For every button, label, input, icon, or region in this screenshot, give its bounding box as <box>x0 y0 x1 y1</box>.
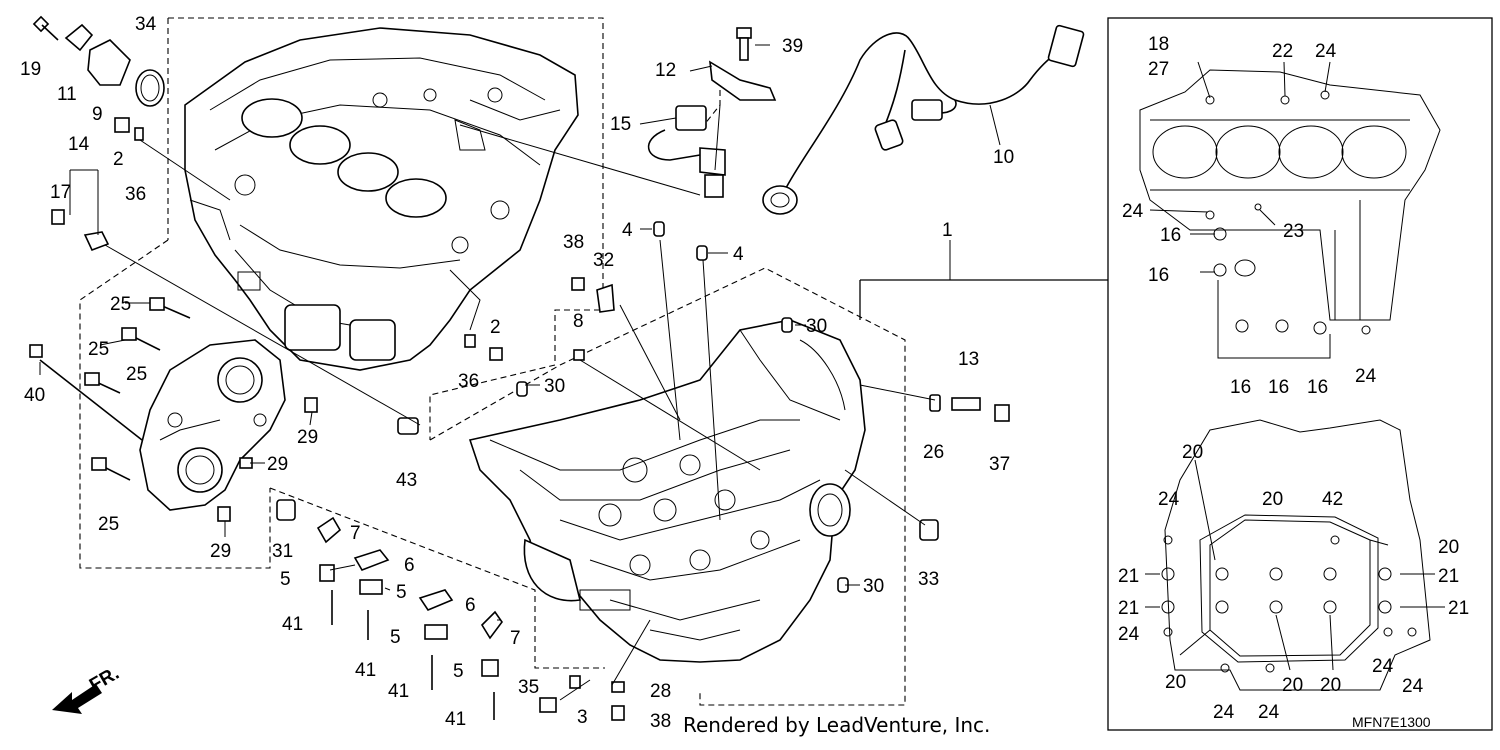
callout: 29 <box>210 541 231 562</box>
callout: 42 <box>1322 489 1343 510</box>
callout: 24 <box>1213 702 1235 723</box>
group-outlines <box>79 17 906 706</box>
callout: 32 <box>593 250 614 271</box>
callout: 41 <box>445 709 466 730</box>
callout: 5 <box>396 582 407 603</box>
callout: 39 <box>782 36 803 57</box>
callout: 24 <box>1158 489 1180 510</box>
leader-lines <box>39 44 1001 701</box>
callout: 2 <box>490 317 501 338</box>
callout: 4 <box>622 220 633 241</box>
callout: 20 <box>1282 675 1303 696</box>
callout: 5 <box>453 661 464 682</box>
callout: 27 <box>1148 59 1169 80</box>
callout: 13 <box>958 349 979 370</box>
callout: 30 <box>863 576 884 597</box>
callout: 6 <box>465 595 476 616</box>
callout: 14 <box>68 134 90 155</box>
callout: 17 <box>50 182 71 203</box>
callout: 5 <box>390 627 401 648</box>
upper-case-reference <box>1139 61 1441 359</box>
callout: 16 <box>1148 265 1169 286</box>
callout: 29 <box>267 454 288 475</box>
callout: 18 <box>1148 34 1169 55</box>
callout: 41 <box>355 660 376 681</box>
callout: 20 <box>1182 442 1203 463</box>
callout: 43 <box>396 470 417 491</box>
callout: 34 <box>135 14 157 35</box>
callout: 37 <box>989 454 1010 475</box>
small-parts-top-left <box>32 15 165 252</box>
callout: 28 <box>650 681 671 702</box>
callout: 6 <box>404 555 415 576</box>
callout: 35 <box>518 677 539 698</box>
callout: 30 <box>544 376 565 397</box>
callout: 24 <box>1355 366 1377 387</box>
callout: 10 <box>993 147 1014 168</box>
callout: 31 <box>272 541 293 562</box>
callout: 19 <box>20 59 41 80</box>
small-parts-left <box>29 297 503 522</box>
callout: 41 <box>388 681 409 702</box>
callout: 25 <box>88 339 109 360</box>
callout: 29 <box>297 427 318 448</box>
callout: 25 <box>110 294 131 315</box>
wire-harness <box>762 24 1085 215</box>
callout: 7 <box>350 523 361 544</box>
callout: 7 <box>510 628 521 649</box>
callout: 3 <box>577 707 588 728</box>
callout: 2 <box>113 149 124 170</box>
diagram-code: MFN7E1300 <box>1352 714 1431 730</box>
callout: 16 <box>1307 377 1328 398</box>
callout: 38 <box>563 232 584 253</box>
callout: 25 <box>126 364 147 385</box>
callout: 20 <box>1165 672 1186 693</box>
upper-crankcase <box>184 27 579 371</box>
callout: 21 <box>1118 566 1139 587</box>
callout: 24 <box>1122 201 1144 222</box>
callout: 36 <box>125 184 146 205</box>
callout: 8 <box>573 311 584 332</box>
callout: 4 <box>733 244 744 265</box>
callout: 21 <box>1118 598 1139 619</box>
reference-boxes <box>859 17 1493 731</box>
callout: 15 <box>610 114 631 135</box>
lower-case-reference <box>1145 419 1445 691</box>
callout: 25 <box>98 514 119 535</box>
callout: 23 <box>1283 221 1304 242</box>
callout: 24 <box>1118 624 1140 645</box>
callout: 11 <box>57 84 77 105</box>
callout: 16 <box>1230 377 1251 398</box>
callout: 16 <box>1268 377 1289 398</box>
callout: 24 <box>1315 41 1337 62</box>
callout: 24 <box>1372 656 1394 677</box>
callout: 33 <box>918 569 939 590</box>
callout: 20 <box>1262 489 1283 510</box>
callout: 21 <box>1438 566 1459 587</box>
callout: 22 <box>1272 41 1293 62</box>
callout-labels: 19 11 34 9 14 2 36 17 12 39 15 10 1 18 2… <box>20 14 1469 732</box>
callout: 38 <box>650 711 671 732</box>
side-cover <box>139 339 286 511</box>
callout: 30 <box>806 316 827 337</box>
callout: 1 <box>942 220 953 241</box>
callout: 9 <box>92 104 103 125</box>
callout: 26 <box>923 442 944 463</box>
callout: 36 <box>458 371 479 392</box>
sensor-assembly <box>647 27 777 198</box>
callout: 21 <box>1448 598 1469 619</box>
render-credit: Rendered by LeadVenture, Inc. <box>683 713 990 737</box>
callout: 20 <box>1320 675 1341 696</box>
callout: 40 <box>24 385 45 406</box>
callout: 24 <box>1258 702 1280 723</box>
lower-crankcase <box>468 319 866 663</box>
callout: 20 <box>1438 537 1459 558</box>
callout: 24 <box>1402 676 1424 697</box>
front-arrow-icon: FR. <box>52 663 123 714</box>
callout: 12 <box>655 60 676 81</box>
callout: 41 <box>282 614 303 635</box>
callout: 16 <box>1160 225 1181 246</box>
callout: 5 <box>280 569 291 590</box>
